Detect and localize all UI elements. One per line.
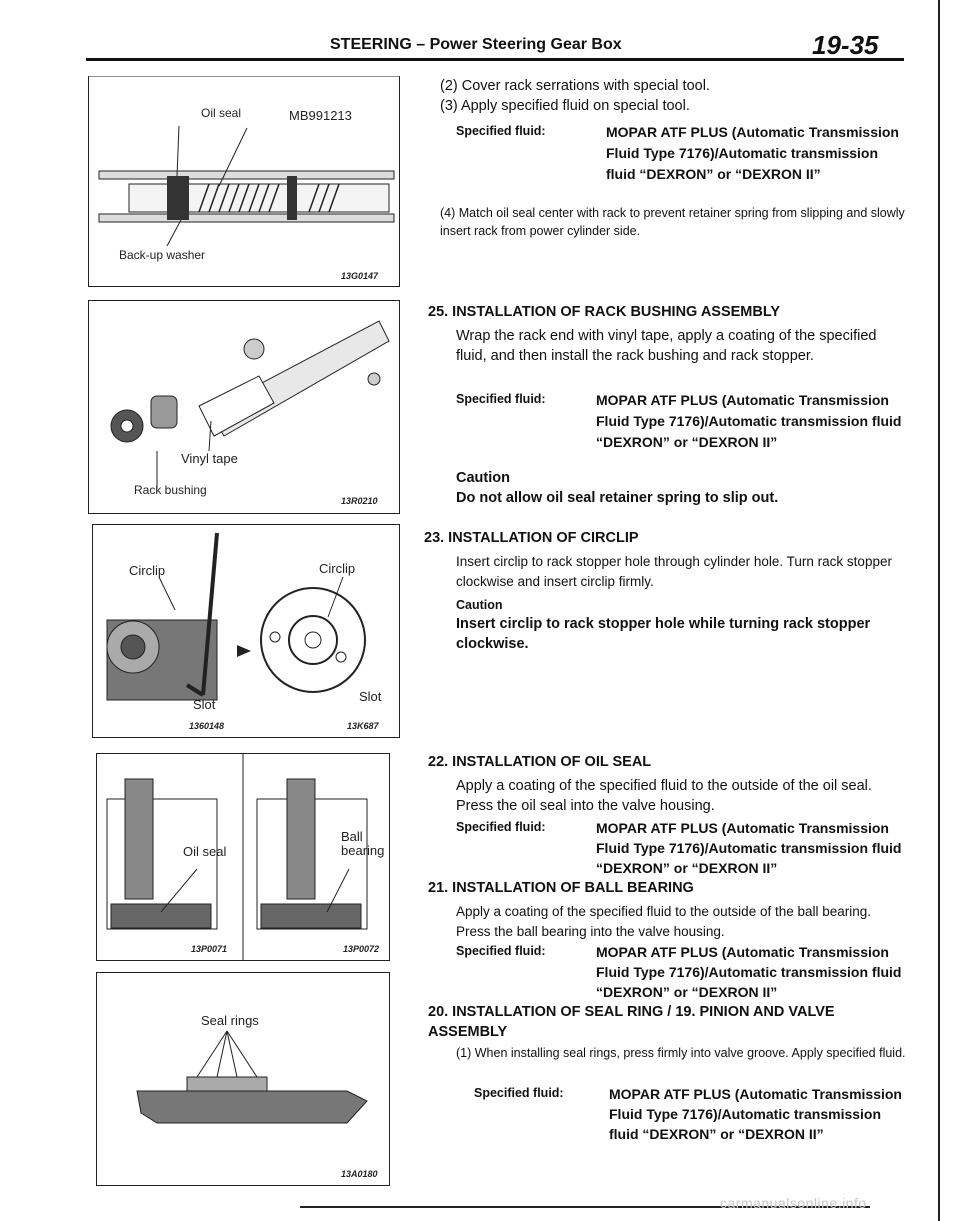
figure-code-right: 13P0072 <box>343 944 380 954</box>
bottom-rule <box>300 1206 870 1208</box>
specified-fluid-label: Specified fluid: <box>474 1086 564 1100</box>
circlip-illustration <box>106 532 366 701</box>
section-25-heading: 25. INSTALLATION OF RACK BUSHING ASSEMBL… <box>428 304 781 320</box>
label-oil-seal: Oil seal <box>183 844 227 859</box>
label-circlip-left: Circlip <box>129 563 166 578</box>
seal-rings-illustration <box>136 1030 368 1124</box>
section-20-heading: 20. INSTALLATION OF SEAL RING / 19. PINI… <box>428 1004 835 1040</box>
specified-fluid-value: MOPAR ATF PLUS (Automatic Transmission F… <box>596 820 902 876</box>
section-23-heading: 23. INSTALLATION OF CIRCLIP <box>424 530 639 546</box>
specified-fluid-block: Specified fluid: MOPAR ATF PLUS (Automat… <box>456 942 908 1002</box>
figure-circlip: Circlip Circlip Slot Slot 1360148 13K687 <box>92 524 400 738</box>
caution-text: Do not allow oil seal retainer spring to… <box>456 490 779 506</box>
figure-seal-rings: Seal rings 13A0180 <box>96 972 390 1186</box>
figure-code-left: 1360148 <box>189 721 225 731</box>
step-match-oil-seal: (4) Match oil seal center with rack to p… <box>440 206 905 238</box>
section-21-heading: 21. INSTALLATION OF BALL BEARING <box>428 880 694 896</box>
oil-seal-tool-illustration <box>89 75 399 247</box>
specified-fluid-block: Specified fluid: MOPAR ATF PLUS (Automat… <box>456 390 908 453</box>
step-apply-fluid: (3) Apply specified fluid on special too… <box>440 98 690 114</box>
label-ball-bearing: Ball bearing <box>341 829 385 858</box>
page-header-title: STEERING – Power Steering Gear Box <box>330 36 622 53</box>
label-slot-right: Slot <box>359 689 382 704</box>
specified-fluid-value: MOPAR ATF PLUS (Automatic Transmission F… <box>609 1086 902 1142</box>
figure-oil-seal-tool: Oil seal MB991213 Back-up washer 13G0147 <box>88 75 400 287</box>
specified-fluid-block: Specified fluid: MOPAR ATF PLUS (Automat… <box>456 818 908 878</box>
figure-oil-seal-ball-bearing: Oil seal Ball bearing 13P0071 13P0072 <box>96 753 390 961</box>
label-slot-left: Slot <box>193 697 216 712</box>
section-25-body: Wrap the rack end with vinyl tape, apply… <box>456 328 877 364</box>
specified-fluid-value: MOPAR ATF PLUS (Automatic Transmission F… <box>596 944 902 1000</box>
section-22-body: Apply a coating of the specified fluid t… <box>456 778 872 814</box>
label-rack-bushing: Rack bushing <box>134 483 207 497</box>
label-seal-rings: Seal rings <box>201 1013 259 1028</box>
caution-text: Insert circlip to rack stopper hole whil… <box>456 616 871 652</box>
specified-fluid-label: Specified fluid: <box>456 124 546 138</box>
margin-line <box>938 0 940 1221</box>
label-oil-seal: Oil seal <box>201 106 242 120</box>
page-number: 19-35 <box>812 30 879 60</box>
valve-housing-illustration <box>106 754 368 960</box>
caution-title: Caution <box>456 470 510 486</box>
specified-fluid-label: Specified fluid: <box>456 392 546 406</box>
rack-bushing-illustration <box>110 320 390 489</box>
label-circlip-right: Circlip <box>319 561 356 576</box>
caution-title: Caution <box>456 598 503 612</box>
specified-fluid-block: Specified fluid: MOPAR ATF PLUS (Automat… <box>456 122 906 185</box>
specified-fluid-label: Specified fluid: <box>456 820 546 834</box>
figure-code-right: 13K687 <box>347 721 379 731</box>
specified-fluid-value: MOPAR ATF PLUS (Automatic Transmission F… <box>596 392 902 450</box>
figure-rack-bushing: Vinyl tape Rack bushing 13R0210 <box>88 300 400 514</box>
figure-code-left: 13P0071 <box>191 944 228 954</box>
section-22-heading: 22. INSTALLATION OF OIL SEAL <box>428 754 652 770</box>
watermark: carmanualsonline.info <box>720 1195 867 1211</box>
figure-code: 13A0180 <box>341 1169 378 1179</box>
step-cover-serrations: (2) Cover rack serrations with special t… <box>440 78 710 94</box>
figure-code: 13G0147 <box>341 271 379 281</box>
section-20-step: (1) When installing seal rings, press fi… <box>456 1046 906 1060</box>
label-tool-number: MB991213 <box>289 108 352 123</box>
specified-fluid-block: Specified fluid: MOPAR ATF PLUS (Automat… <box>474 1084 908 1144</box>
label-backup-washer: Back-up washer <box>119 248 206 262</box>
figure-code: 13R0210 <box>341 496 378 506</box>
header-rule <box>86 58 904 61</box>
specified-fluid-value: MOPAR ATF PLUS (Automatic Transmission F… <box>606 124 899 182</box>
section-21-body: Apply a coating of the specified fluid t… <box>456 904 872 939</box>
section-23-body: Insert circlip to rack stopper hole thro… <box>456 554 892 589</box>
label-vinyl-tape: Vinyl tape <box>181 451 238 466</box>
specified-fluid-label: Specified fluid: <box>456 944 546 958</box>
